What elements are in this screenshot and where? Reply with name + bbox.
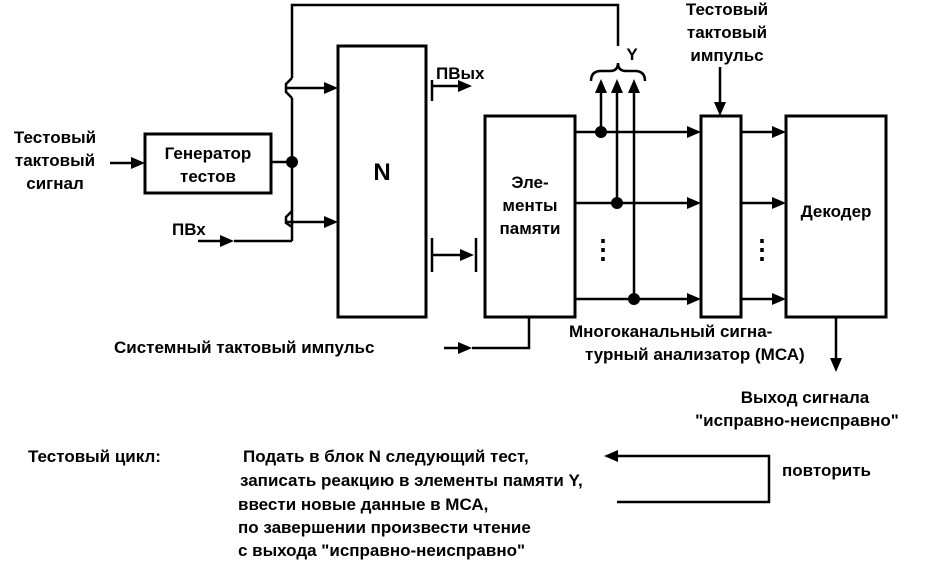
output-label-2: "исправно-неисправно" bbox=[695, 411, 899, 430]
test-pulse-label-1: Тестовый bbox=[686, 0, 768, 19]
mca-out-arrow-3 bbox=[772, 293, 786, 305]
memory-out-arrow-3 bbox=[687, 293, 701, 305]
pvx-arrow bbox=[220, 235, 234, 247]
memory-label-1: Эле- bbox=[511, 173, 548, 192]
n-to-memory-arrow bbox=[460, 249, 474, 261]
cycle-step-2: записать реакцию в элементы памяти Y, bbox=[240, 471, 583, 490]
y-tap-arrow-3 bbox=[628, 79, 640, 93]
decoder-output-arrow bbox=[830, 358, 842, 372]
system-clock-to-memory bbox=[472, 317, 531, 350]
repeat-loop-line bbox=[617, 454, 771, 504]
y-brace bbox=[589, 62, 647, 82]
pvyx-label: ПВых bbox=[436, 64, 485, 83]
block-n bbox=[336, 44, 428, 319]
feedback-loop-line bbox=[290, 3, 620, 78]
mca-out-arrow-2 bbox=[772, 197, 786, 209]
pvyx-arrow bbox=[458, 80, 472, 92]
cycle-step-1: Подать в блок N следующий тест, bbox=[243, 447, 529, 466]
memory-label-3: памяти bbox=[500, 219, 561, 238]
block-n-label: N bbox=[373, 159, 390, 186]
test-clock-input-label-2: тактовый bbox=[15, 151, 95, 170]
memory-label-2: менты bbox=[502, 196, 557, 215]
test-clock-input-label-3: сигнал bbox=[26, 174, 84, 193]
mca-caption-1: Многоканальный сигна- bbox=[569, 322, 772, 341]
memory-elements-block bbox=[483, 114, 577, 319]
y-tap-dot-2 bbox=[611, 197, 623, 209]
test-pulse-arrow bbox=[714, 102, 726, 116]
crossover-lower bbox=[284, 210, 293, 229]
y-tap-dot-3 bbox=[628, 293, 640, 305]
n-input-lower-arrow bbox=[324, 216, 338, 228]
mca-ellipsis: ⋮ bbox=[749, 234, 775, 264]
memory-out-arrow-1 bbox=[687, 126, 701, 138]
cycle-step-3: ввести новые данные в МСА, bbox=[238, 495, 488, 514]
decoder-block bbox=[784, 114, 888, 319]
cycle-title: Тестовый цикл: bbox=[28, 447, 161, 466]
test-clock-input-label-1: Тестовый bbox=[14, 128, 96, 147]
cycle-step-4: по завершении произвести чтение bbox=[238, 518, 531, 537]
y-tap-dot-1 bbox=[595, 126, 607, 138]
test-pulse-label-2: тактовый bbox=[687, 23, 767, 42]
mca-block bbox=[699, 114, 743, 319]
test-generator-block bbox=[143, 132, 273, 195]
n-input-upper-arrow bbox=[324, 82, 338, 94]
memory-ellipsis: ⋮ bbox=[590, 234, 616, 264]
y-tap-arrow-1 bbox=[595, 79, 607, 93]
cycle-step-5: с выхода "исправно-неисправно" bbox=[238, 541, 525, 560]
y-label: Y bbox=[626, 45, 638, 64]
test-clock-input-arrow bbox=[131, 157, 145, 169]
test-pulse-label-3: импульс bbox=[690, 46, 763, 65]
output-label-1: Выход сигнала bbox=[741, 388, 870, 407]
test-generator-label-2: тестов bbox=[180, 167, 236, 186]
system-clock-label: Системный тактовый импульс bbox=[114, 338, 374, 357]
memory-out-arrow-2 bbox=[687, 197, 701, 209]
repeat-loop-arrow bbox=[604, 450, 618, 462]
decoder-label: Декодер bbox=[801, 202, 872, 221]
system-clock-arrow bbox=[458, 342, 472, 354]
pvx-label: ПВх bbox=[172, 220, 206, 239]
mca-caption-2: турный анализатор (МСА) bbox=[585, 345, 805, 364]
y-tap-arrow-2 bbox=[611, 79, 623, 93]
repeat-label: повторить bbox=[782, 461, 871, 480]
test-generator-label-1: Генератор bbox=[165, 144, 252, 163]
mca-out-arrow-1 bbox=[772, 126, 786, 138]
